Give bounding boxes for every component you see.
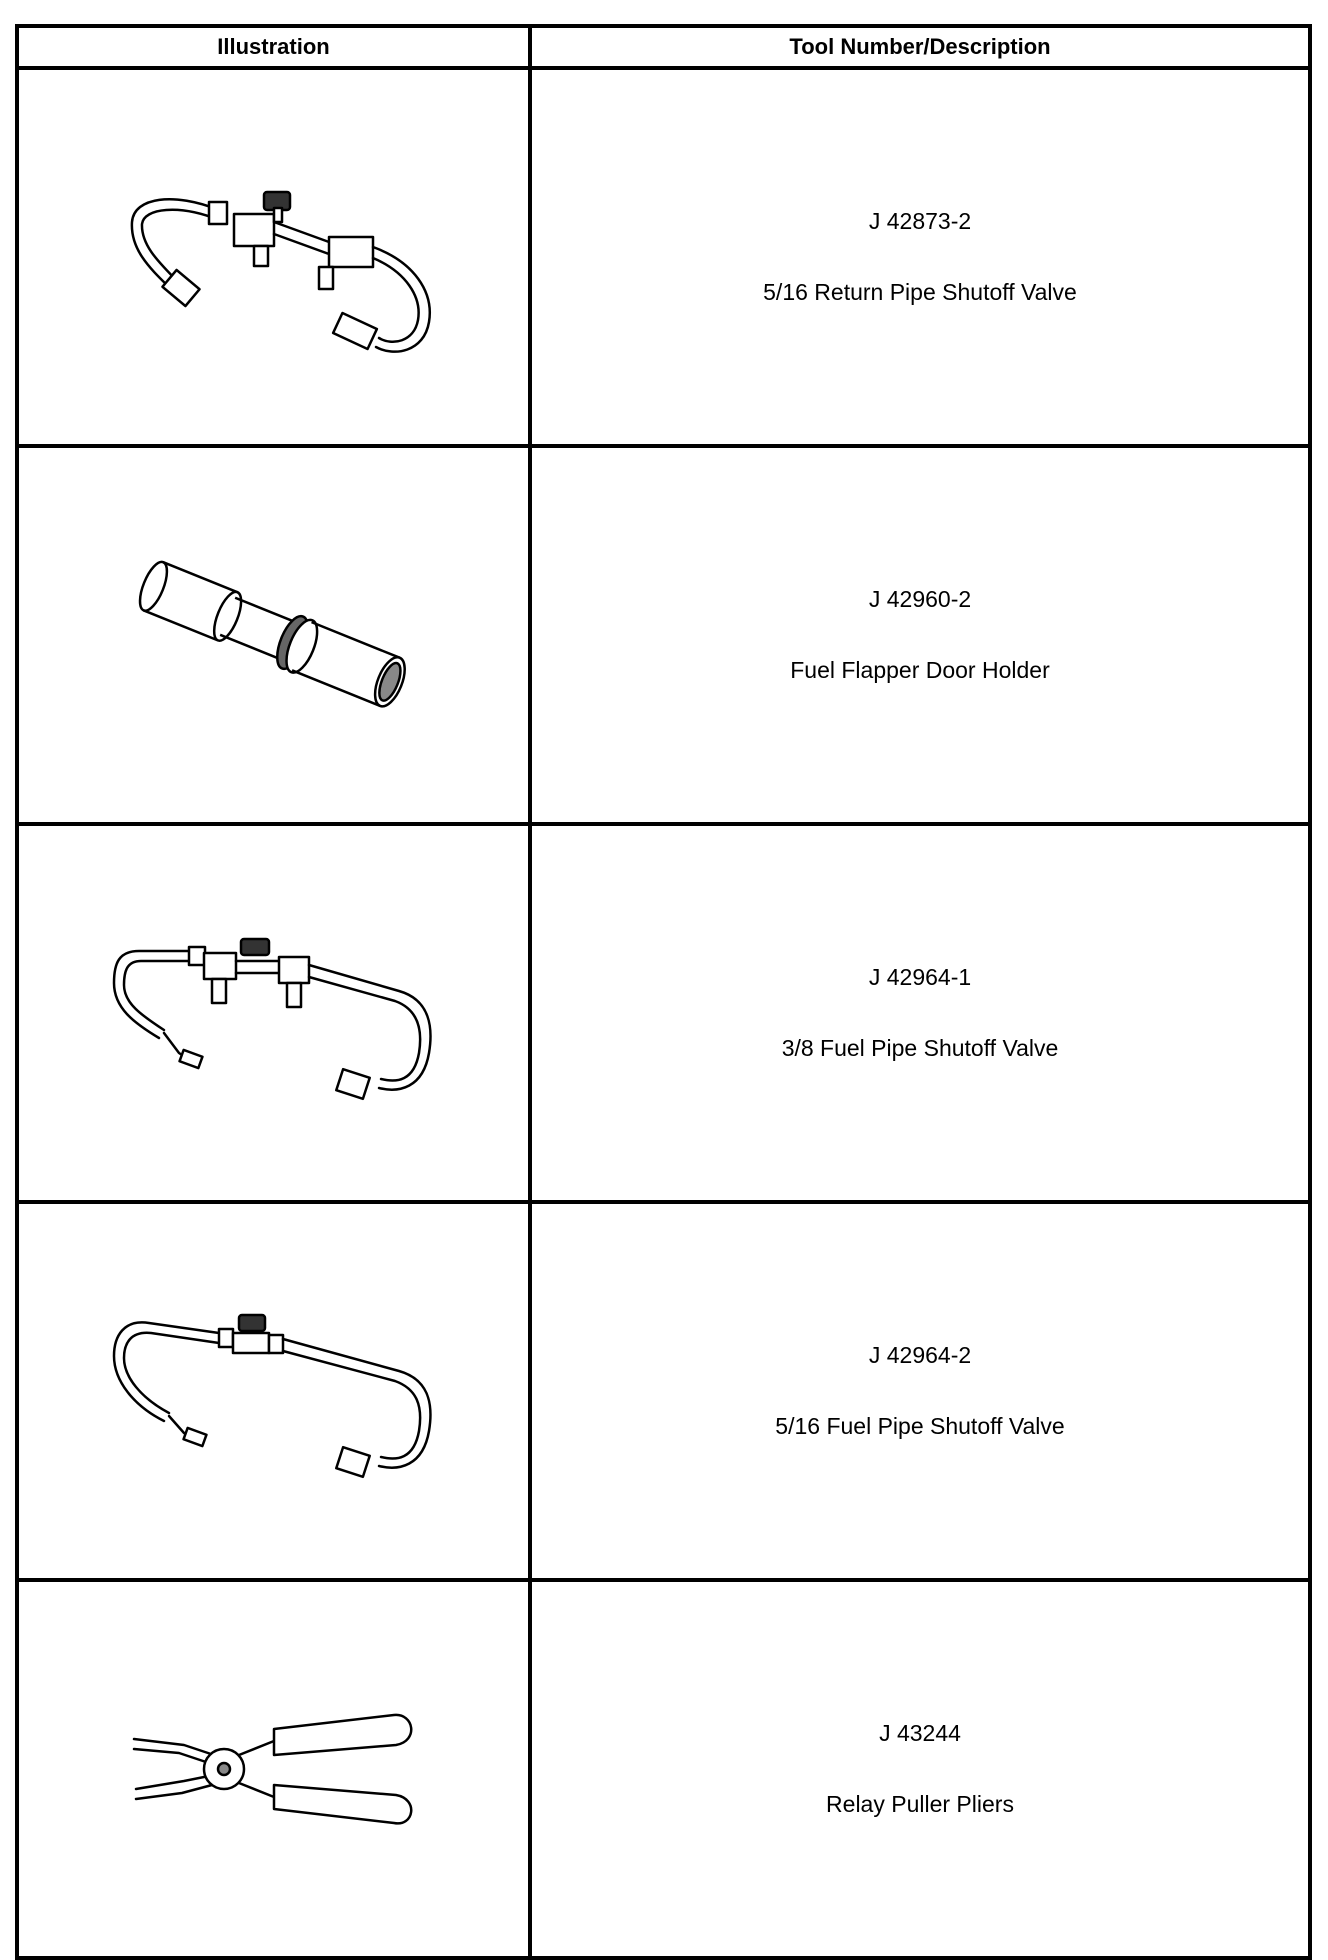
- table-row: J 42964-2 5/16 Fuel Pipe Shutoff Valve: [15, 1200, 1312, 1582]
- header-tool-description: Tool Number/Description: [528, 24, 1312, 70]
- illustration-cell: [15, 822, 532, 1204]
- illustration-cell: [15, 66, 532, 448]
- fuel-flapper-door-holder-illustration: [138, 560, 406, 708]
- illustration-cell: [15, 1578, 532, 1960]
- tool-name: Fuel Flapper Door Holder: [790, 657, 1050, 683]
- description-cell: J 42964-2 5/16 Fuel Pipe Shutoff Valve: [528, 1200, 1312, 1582]
- description-cell: J 42873-2 5/16 Return Pipe Shutoff Valve: [528, 66, 1312, 448]
- description-cell: J 42964-1 3/8 Fuel Pipe Shutoff Valve: [528, 822, 1312, 1204]
- table-row: J 42960-2 Fuel Flapper Door Holder: [15, 444, 1312, 826]
- table-row: J 42873-2 5/16 Return Pipe Shutoff Valve: [15, 66, 1312, 448]
- description-cell: J 43244 Relay Puller Pliers: [528, 1578, 1312, 1960]
- table-row: J 43244 Relay Puller Pliers: [15, 1578, 1312, 1960]
- tool-number: J 42960-2: [868, 586, 972, 612]
- table-header-row: Illustration Tool Number/Description: [15, 24, 1312, 70]
- description-cell: J 42960-2 Fuel Flapper Door Holder: [528, 444, 1312, 826]
- illustration-cell: [15, 1200, 532, 1582]
- fuel-pipe-shutoff-valve-3-8-illustration: [112, 937, 432, 1101]
- tool-name: Relay Puller Pliers: [826, 1791, 1014, 1817]
- return-pipe-shutoff-valve-illustration: [130, 190, 431, 353]
- tool-name: 5/16 Fuel Pipe Shutoff Valve: [775, 1413, 1065, 1439]
- tool-number: J 42964-2: [868, 1342, 972, 1368]
- tool-table: Illustration Tool Number/Description: [15, 24, 1312, 1960]
- tool-number: J 42873-2: [868, 208, 972, 234]
- relay-puller-pliers-illustration: [132, 1713, 412, 1825]
- tool-name: 3/8 Fuel Pipe Shutoff Valve: [781, 1035, 1059, 1061]
- tool-name: 5/16 Return Pipe Shutoff Valve: [763, 279, 1077, 305]
- tool-number: J 43244: [879, 1720, 961, 1746]
- tool-number: J 42964-1: [868, 964, 972, 990]
- fuel-pipe-shutoff-valve-5-16-illustration: [112, 1313, 432, 1479]
- illustration-cell: [15, 444, 532, 826]
- table-row: J 42964-1 3/8 Fuel Pipe Shutoff Valve: [15, 822, 1312, 1204]
- header-illustration: Illustration: [15, 24, 532, 70]
